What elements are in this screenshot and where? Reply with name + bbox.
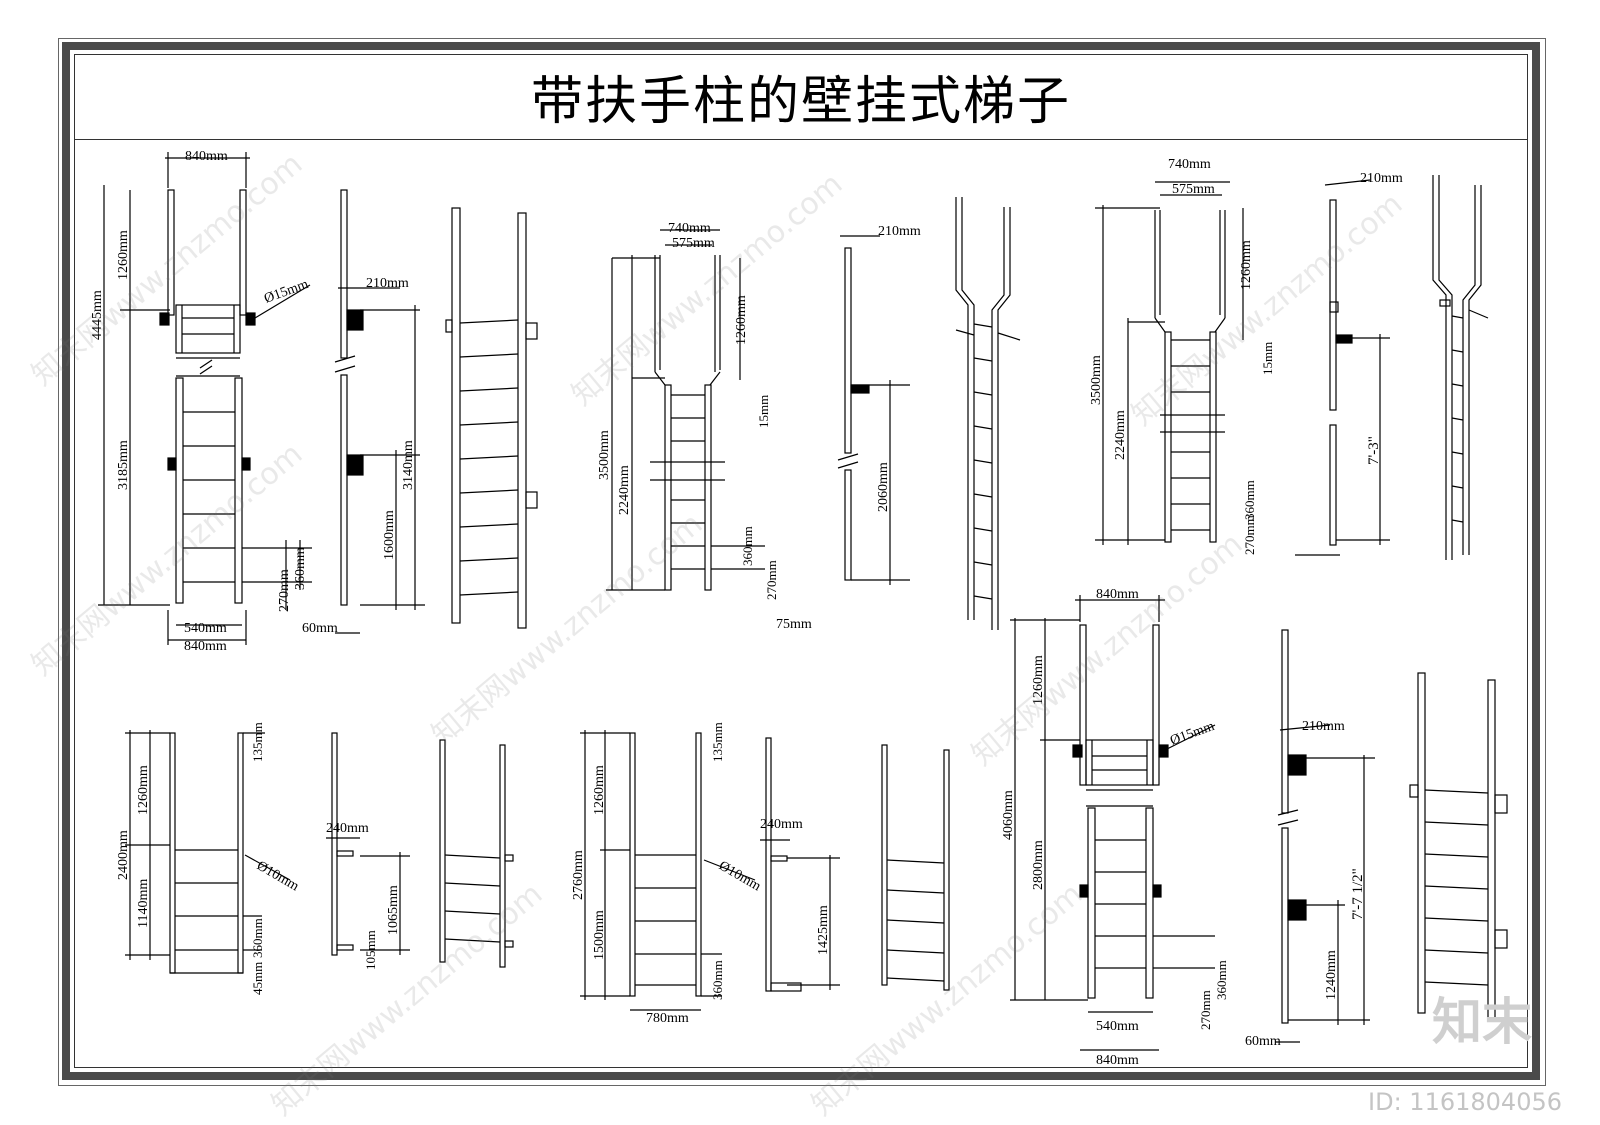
dim-d5-w1: 740mm xyxy=(1168,157,1211,172)
dim-d2-h2: 1600mm xyxy=(382,510,397,560)
dim-d3-s2: 270mm xyxy=(764,560,779,600)
dim-d1-lower: 3185mm xyxy=(116,440,131,490)
ladder-14-side-view: 240mm 1425mm xyxy=(760,737,840,992)
dim-d10-h: 1425mm xyxy=(816,905,831,955)
dim-d7-low: 1140mm xyxy=(136,879,151,928)
dim-d1-b2: 840mm xyxy=(184,639,227,654)
ladder-2-side-view: 210mm 3140mm 1600mm 60mm xyxy=(302,189,425,636)
dim-d5-up: 1260mm xyxy=(1239,240,1254,290)
dim-d12-h1: 7'-7 1/2" xyxy=(1350,868,1366,920)
dim-d7-b: 45mm xyxy=(250,962,265,995)
dim-d3-up: 1260mm xyxy=(734,295,749,345)
dim-d12-w: 210mm xyxy=(1302,719,1345,734)
ladder-1-front-view: 840mm Ø15mm 4445mm 1260mm 3185mm 540mm 8… xyxy=(90,149,312,654)
dim-d8-w: 240mm xyxy=(326,821,369,836)
dim-d9-bar: Ø10mm xyxy=(716,858,763,894)
outer-border xyxy=(58,38,1546,1086)
ladder-7-front-view: 740mm 575mm 3500mm 2240mm 1260mm 15mm 36… xyxy=(1089,157,1275,555)
dim-d11-top: 840mm xyxy=(1096,587,1139,602)
drawing-title: 带扶手柱的壁挂式梯子 xyxy=(530,72,1071,132)
dim-d1-total: 4445mm xyxy=(90,290,105,340)
ladder-11-side-view: 240mm 1065mm 105mm xyxy=(326,732,410,970)
dim-d3-w2: 575mm xyxy=(672,236,715,251)
dim-d5-low: 2240mm xyxy=(1113,410,1128,460)
dim-d7-s: 360mm xyxy=(250,918,265,958)
ladder-18-isometric xyxy=(1409,672,1508,1021)
ladder-4-front-view: 740mm 575mm 3500mm 2240mm 1260mm 15mm 36… xyxy=(597,221,812,632)
brand-logo: 知末 xyxy=(1432,993,1532,1051)
dim-d11-up: 1260mm xyxy=(1031,655,1046,705)
ladder-17-side-view: 210mm 7'-7 1/2" 1240mm 60mm xyxy=(1245,629,1375,1049)
ladder-12-isometric xyxy=(439,739,514,968)
dim-d1-s2: 270mm xyxy=(277,569,292,612)
dim-d1-upper: 1260mm xyxy=(116,230,131,280)
dim-d1-b1: 540mm xyxy=(184,621,227,636)
ladder-5-side-view: 210mm 2060mm xyxy=(837,224,921,585)
dim-d9-tot: 2760mm xyxy=(571,850,586,900)
dim-d7-bar: Ø10mm xyxy=(254,858,301,894)
dim-d2-w: 210mm xyxy=(366,276,409,291)
dim-d4-w: 210mm xyxy=(878,224,921,239)
dim-d11-tot: 4060mm xyxy=(1001,790,1016,840)
dim-d3-w1: 740mm xyxy=(668,221,711,236)
dim-d12-h2: 1240mm xyxy=(1324,950,1339,1000)
dim-d12-b: 60mm xyxy=(1245,1034,1281,1049)
dim-d9-up: 1260mm xyxy=(592,765,607,815)
drawing-frame xyxy=(62,42,1540,1080)
title-block: 带扶手柱的壁挂式梯子 xyxy=(74,54,1528,140)
dim-d5-s1: 360mm xyxy=(1242,480,1257,520)
dim-d2-b: 60mm xyxy=(302,621,338,636)
image-id: ID: 1161804056 xyxy=(1368,1088,1562,1116)
dim-d7-tot: 2400mm xyxy=(116,830,131,880)
dim-d9-low: 1500mm xyxy=(592,910,607,960)
dim-d11-b1: 540mm xyxy=(1096,1019,1139,1034)
dim-d7-a: 135mm xyxy=(250,722,265,762)
dim-d9-b: 780mm xyxy=(646,1011,689,1026)
ladder-3-isometric xyxy=(445,207,538,629)
ladder-16-front-view: 840mm Ø15mm 4060mm 1260mm 2800mm 540mm 8… xyxy=(1001,587,1229,1068)
ladder-8-side-view: 210mm 7'-3" xyxy=(1295,171,1403,556)
dim-d10-w: 240mm xyxy=(760,817,803,832)
dim-d11-s1: 360mm xyxy=(1214,960,1229,1000)
ladder-13-front-view: 2760mm 1260mm 1500mm 135mm Ø10mm 360mm 7… xyxy=(571,722,763,1026)
dim-d3-s1: 360mm xyxy=(740,526,755,566)
dim-d4-h: 2060mm xyxy=(876,462,891,512)
dim-d5-s2: 270mm xyxy=(1242,515,1257,555)
dim-d5-w2: 575mm xyxy=(1172,182,1215,197)
dim-d11-b2: 840mm xyxy=(1096,1053,1139,1068)
dim-d11-low: 2800mm xyxy=(1031,840,1046,890)
dim-d3-tot: 3500mm xyxy=(597,430,612,480)
inner-border xyxy=(74,54,1528,1068)
dim-d5-tot: 3500mm xyxy=(1089,355,1104,405)
dim-d1-top: 840mm xyxy=(185,149,228,164)
ladder-9-isometric xyxy=(1432,175,1489,560)
dim-d9-a: 135mm xyxy=(710,722,725,762)
dim-d11-bar: Ø15mm xyxy=(1168,719,1216,749)
ladder-15-isometric xyxy=(881,744,950,991)
dim-d5-a: 15mm xyxy=(1260,342,1275,375)
dim-d2-h1: 3140mm xyxy=(401,440,416,490)
dim-d9-s: 360mm xyxy=(710,960,725,1000)
dim-d11-s2: 270mm xyxy=(1198,990,1213,1030)
dim-d1-bar: Ø15mm xyxy=(262,277,310,307)
ladder-10-front-view: 2400mm 1260mm 1140mm 135mm Ø10mm 360mm 4… xyxy=(116,722,301,995)
dim-d1-s1: 360mm xyxy=(293,547,308,590)
dim-d6-w: 210mm xyxy=(1360,171,1403,186)
ladder-6-isometric xyxy=(955,197,1021,630)
dim-d3-low: 2240mm xyxy=(617,465,632,515)
dim-d3-b: 75mm xyxy=(776,617,812,632)
dim-d6-h: 7'-3" xyxy=(1366,436,1382,465)
dim-d8-h: 1065mm xyxy=(386,885,401,935)
dim-d7-up: 1260mm xyxy=(136,765,151,815)
dim-d3-a: 15mm xyxy=(756,395,771,428)
dim-d8-b: 105mm xyxy=(363,930,378,970)
